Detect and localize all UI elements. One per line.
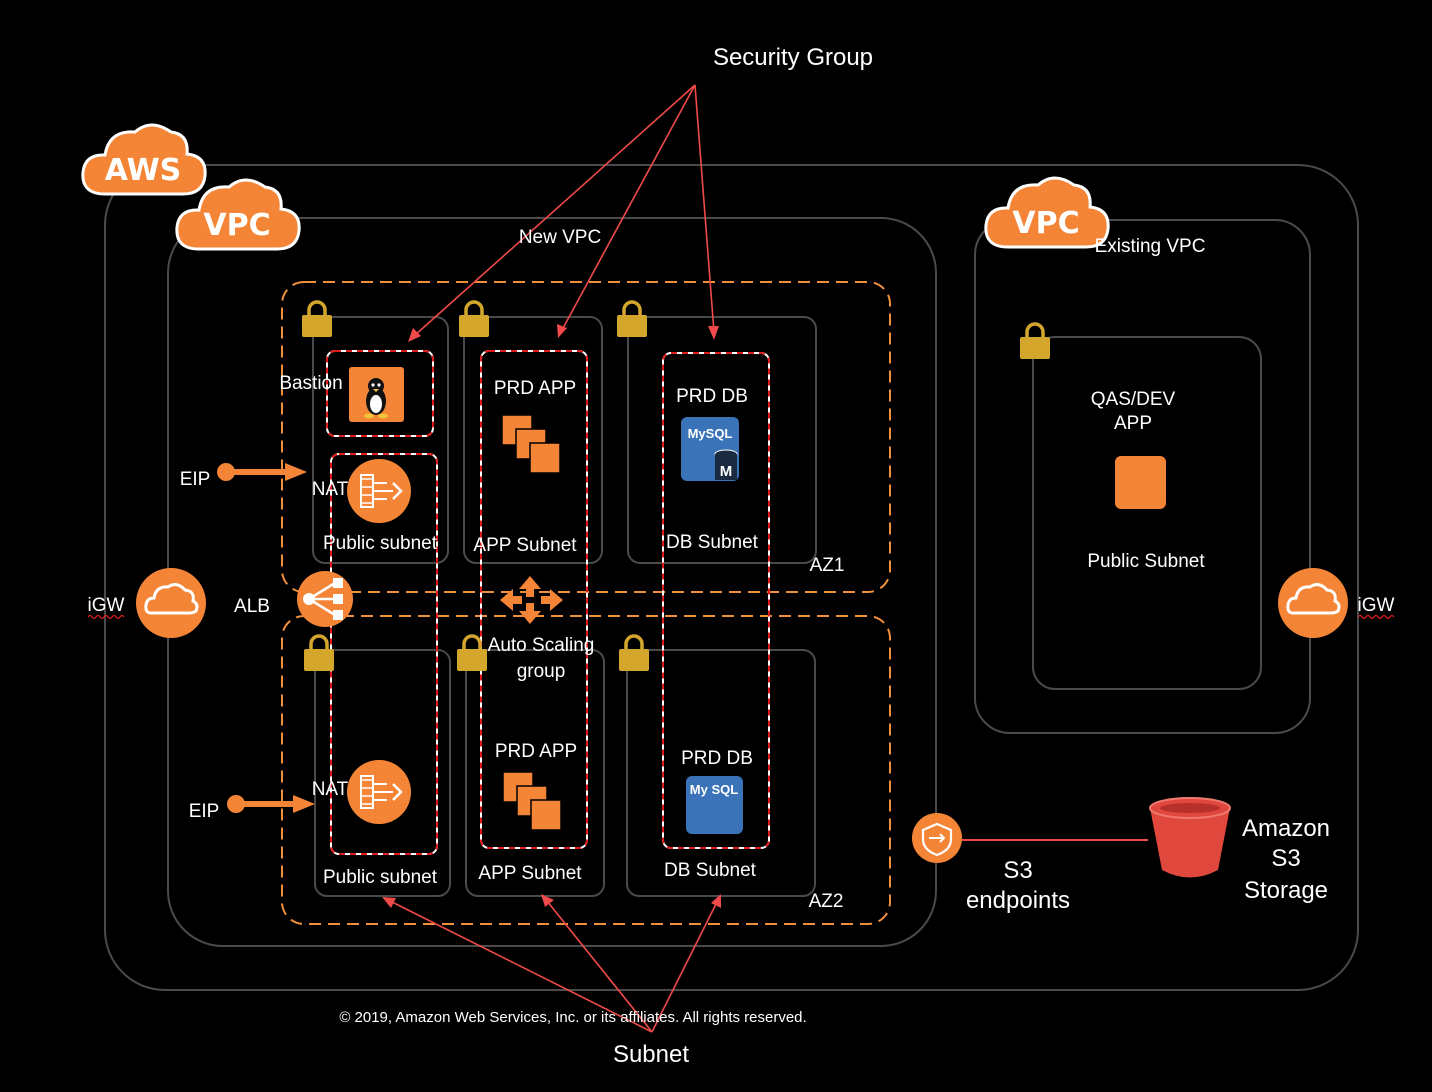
eip-arrow-icon bbox=[217, 463, 307, 481]
aws-label: AWS bbox=[105, 153, 182, 188]
mysql-label: MySQL bbox=[688, 426, 733, 441]
app-subnet-label-az2: APP Subnet bbox=[478, 863, 582, 884]
ec2-instances-icon bbox=[501, 414, 561, 474]
eip-label-az2: EIP bbox=[189, 801, 220, 822]
lock-icon bbox=[457, 300, 491, 339]
amazon-s3-label-line2: S3 bbox=[1271, 845, 1300, 872]
existing-public-subnet-frame bbox=[1032, 336, 1262, 690]
az2-label: AZ2 bbox=[809, 891, 844, 912]
ec2-instances-icon bbox=[502, 771, 562, 831]
prd-app-label-az1: PRD APP bbox=[494, 378, 576, 399]
igw-label-right: iGW bbox=[1358, 595, 1395, 616]
prd-db-label-az2: PRD DB bbox=[681, 748, 753, 769]
db-subnet-label-az2: DB Subnet bbox=[664, 860, 757, 881]
security-group-app bbox=[480, 350, 588, 849]
app-subnet-label-az1: APP Subnet bbox=[473, 535, 577, 556]
lock-icon bbox=[617, 634, 651, 673]
az2-container bbox=[281, 615, 891, 925]
load-balancer-icon bbox=[297, 571, 353, 627]
aws-cloud-frame bbox=[104, 164, 1359, 991]
vpc-new-badge: VPC bbox=[203, 208, 270, 243]
nat-label-az1: NAT bbox=[312, 479, 349, 500]
eip-label-az1: EIP bbox=[180, 469, 211, 490]
mysql-database-icon: MySQL M bbox=[681, 417, 739, 481]
auto-scaling-label-line1: Auto Scaling bbox=[488, 635, 595, 656]
prd-app-label-az2: PRD APP bbox=[495, 741, 577, 762]
nat-gateway-icon bbox=[345, 758, 413, 826]
qas-dev-label-line2: APP bbox=[1114, 413, 1152, 434]
auto-scaling-arrows-icon bbox=[500, 576, 563, 624]
public-subnet-az2-frame bbox=[314, 649, 451, 897]
internet-gateway-icon bbox=[134, 566, 208, 640]
az1-label: AZ1 bbox=[810, 555, 845, 576]
mysql-label: My SQL bbox=[690, 782, 738, 797]
nat-label-az2: NAT bbox=[312, 779, 349, 800]
subnet-pointer-lines bbox=[382, 894, 721, 1033]
new-vpc-label: New VPC bbox=[519, 227, 601, 248]
prd-db-label-az1: PRD DB bbox=[676, 386, 748, 407]
lock-icon bbox=[615, 300, 649, 339]
s3-endpoints-label-line1: S3 bbox=[1003, 857, 1032, 884]
internet-gateway-icon bbox=[1276, 566, 1350, 640]
security-group-bastion bbox=[326, 350, 434, 437]
mysql-badge: M bbox=[720, 463, 733, 480]
public-subnet-label-az2: Public subnet bbox=[323, 867, 438, 888]
igw-label-left: iGW bbox=[88, 595, 125, 616]
vpc-endpoint-icon bbox=[912, 813, 962, 863]
public-subnet-label-az1: Public subnet bbox=[323, 533, 438, 554]
security-group-pointer-lines bbox=[408, 84, 719, 342]
auto-scaling-label-line2: group bbox=[517, 661, 566, 682]
vpc-existing-badge: VPC bbox=[1012, 206, 1079, 241]
copyright-notice: © 2019, Amazon Web Services, Inc. or its… bbox=[339, 1009, 806, 1026]
db-subnet-az1-frame bbox=[627, 316, 817, 564]
spellcheck-underline bbox=[87, 614, 125, 620]
s3-bucket-icon bbox=[1149, 797, 1231, 878]
subnet-label: Subnet bbox=[613, 1041, 689, 1068]
vpc-cloud-icon: VPC bbox=[984, 176, 1110, 249]
nat-gateway-icon bbox=[345, 457, 413, 525]
existing-public-subnet-label: Public Subnet bbox=[1087, 551, 1205, 572]
s3-endpoints-label-line2: endpoints bbox=[966, 887, 1070, 914]
bastion-label: Bastion bbox=[279, 373, 342, 394]
lock-icon bbox=[455, 634, 489, 673]
linux-penguin-icon bbox=[349, 367, 404, 422]
instance-square-icon bbox=[1115, 456, 1166, 509]
qas-dev-label-line1: QAS/DEV bbox=[1091, 389, 1176, 410]
alb-label: ALB bbox=[234, 596, 270, 617]
app-subnet-az1-frame bbox=[463, 316, 603, 564]
db-subnet-label-az1: DB Subnet bbox=[666, 532, 759, 553]
lock-icon bbox=[1018, 322, 1052, 361]
eip-arrow-icon bbox=[227, 795, 315, 813]
existing-vpc-frame bbox=[974, 219, 1311, 734]
security-group-label: Security Group bbox=[713, 44, 873, 71]
spellcheck-underline bbox=[1357, 614, 1395, 620]
amazon-s3-label-line1: Amazon bbox=[1242, 815, 1330, 842]
public-subnet-az1-frame bbox=[312, 316, 449, 564]
vpc-cloud-icon: VPC bbox=[175, 178, 301, 251]
aws-cloud-icon: AWS bbox=[81, 123, 207, 196]
new-vpc-frame bbox=[167, 217, 937, 947]
amazon-s3-label-line3: Storage bbox=[1244, 877, 1328, 904]
app-subnet-az2-frame bbox=[465, 649, 605, 897]
lock-icon bbox=[302, 634, 336, 673]
lock-icon bbox=[300, 300, 334, 339]
mysql-database-icon: My SQL bbox=[686, 776, 743, 834]
existing-vpc-label: Existing VPC bbox=[1095, 236, 1206, 257]
security-group-db bbox=[662, 352, 770, 849]
